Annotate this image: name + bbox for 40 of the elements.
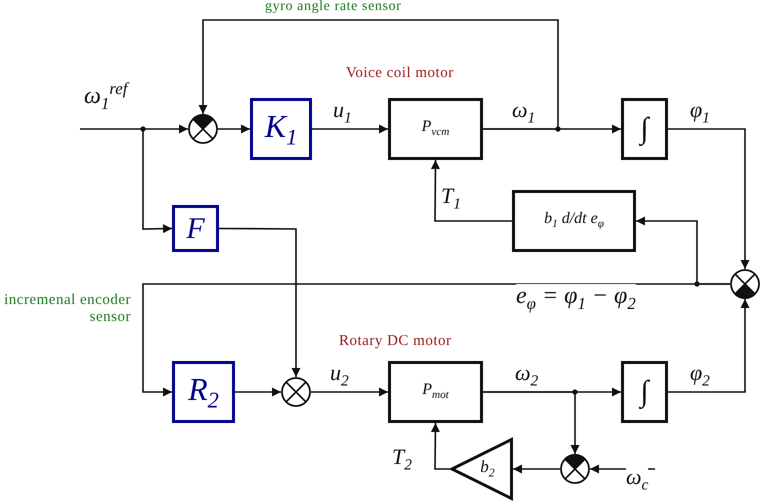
transfer-block (621, 98, 668, 160)
block-label: ∫ (640, 377, 649, 407)
block-label: b$_{2}$ (480, 458, 495, 480)
edge-label: gyro angle rate sensor (265, 0, 402, 15)
sensor-note: incremenal encoder sensor (3, 292, 131, 326)
gain-triangle (450, 438, 513, 500)
block-caption: Voice coil motor (346, 65, 454, 82)
block-label: F (186, 214, 205, 244)
block-label: K$_{1}$ (264, 110, 298, 148)
transfer-block (250, 98, 312, 160)
summing-junction (730, 269, 760, 299)
summing-junction (188, 114, 218, 144)
summing-junction (560, 454, 590, 484)
arrow (311, 388, 388, 396)
arrow (668, 128, 750, 269)
arrow (430, 160, 512, 222)
arrow (668, 299, 750, 393)
arrow (142, 129, 172, 234)
arrow (218, 124, 250, 134)
arrow (235, 388, 281, 396)
arrow (219, 228, 300, 377)
transfer-block (621, 361, 668, 423)
transfer-block (172, 205, 219, 252)
arrow (513, 464, 560, 474)
transfer-block (512, 190, 636, 252)
block-caption: Rotary DC motor (339, 333, 452, 350)
block-label: ∫ (640, 114, 649, 144)
arrow (430, 423, 450, 470)
arrow (80, 124, 188, 134)
summing-junction (281, 377, 311, 407)
edge-label: e$_{φ}$ = φ$_{1}$ − φ$_{2}$ (516, 284, 636, 312)
arrow (198, 19, 559, 130)
block-label: b$_{1}$ d/dt e$_{φ}$ (544, 211, 604, 231)
transfer-block (172, 361, 235, 423)
block-label: R$_{2}$ (188, 372, 219, 412)
block-label: P$_{mot}$ (422, 382, 449, 402)
arrow (312, 124, 388, 134)
arrow (483, 391, 580, 454)
block-label: P$_{vcm}$ (422, 119, 450, 139)
arrow (142, 283, 730, 396)
